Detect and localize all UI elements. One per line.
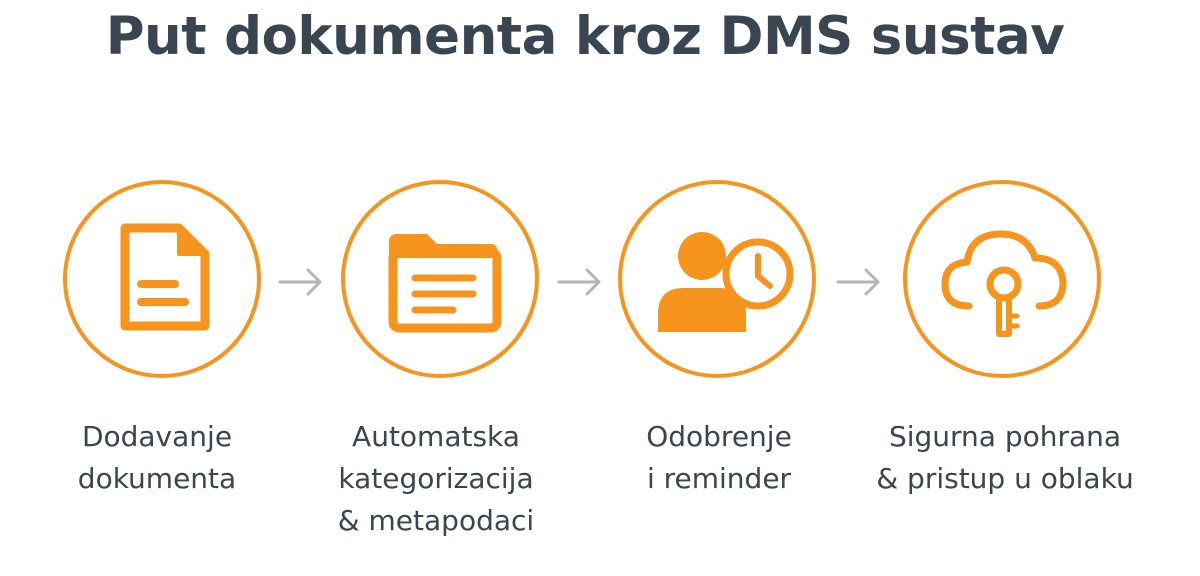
step-4-circle <box>903 180 1101 378</box>
step-3-label: Odobrenje i reminder <box>579 416 859 500</box>
arrow-1 <box>276 262 326 302</box>
arrow-2 <box>555 262 605 302</box>
step-1-circle <box>63 180 261 378</box>
document-icon <box>120 223 210 331</box>
folder-icon <box>388 234 502 333</box>
step-3-label-line-2: i reminder <box>646 462 792 495</box>
cloud-key-icon <box>941 230 1067 337</box>
step-4-label-line-2: & pristup u oblaku <box>876 462 1134 495</box>
step-2-label-line-3: & metapodaci <box>337 504 535 537</box>
step-2-label-line-1: Automatska <box>352 420 520 453</box>
arrow-3 <box>834 262 884 302</box>
step-2-label: Automatska kategorizacija & metapodaci <box>296 416 576 542</box>
step-4-label: Sigurna pohrana & pristup u oblaku <box>855 416 1155 500</box>
step-3-label-line-1: Odobrenje <box>646 420 792 453</box>
step-1-label: Dodavanje dokumenta <box>17 416 297 500</box>
step-1-label-line-2: dokumenta <box>77 462 237 495</box>
step-1-label-line-1: Dodavanje <box>81 420 233 453</box>
step-3-circle <box>618 180 816 378</box>
step-2-circle <box>341 180 539 378</box>
step-4-label-line-1: Sigurna pohrana <box>888 420 1122 453</box>
step-2-label-line-2: kategorizacija <box>338 462 534 495</box>
user-clock-icon <box>658 232 794 332</box>
page-title: Put dokumenta kroz DMS sustav <box>105 6 1065 67</box>
